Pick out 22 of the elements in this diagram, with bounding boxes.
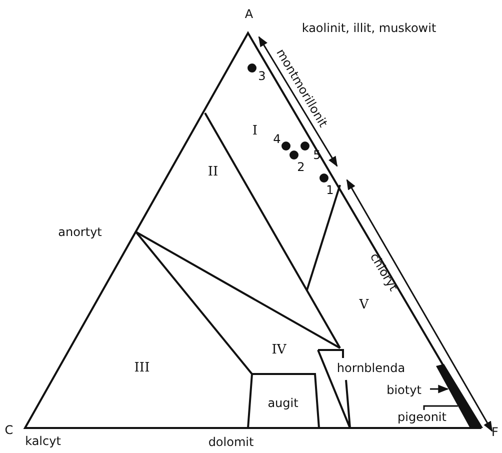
field-numeral: II: [208, 166, 218, 178]
mineral-label: kaolinit, illit, muskowit: [302, 22, 436, 34]
mineral-label: hornblenda: [336, 362, 406, 374]
mineral-label: pigeonit: [398, 411, 446, 423]
leader-line: [423, 405, 458, 410]
field-numeral: IV: [272, 344, 286, 356]
field-numeral: III: [134, 362, 150, 374]
mineral-label: kalcyt: [25, 435, 61, 447]
vertex-label: C: [4, 424, 14, 436]
mineral-label: biotyt: [386, 384, 422, 396]
vertex-label: F: [492, 426, 498, 438]
mineral-label: augit: [268, 397, 298, 409]
point-number: 2: [297, 161, 305, 173]
mineral-label: anortyt: [58, 226, 102, 238]
field-numeral: V: [359, 298, 369, 312]
point-number: 3: [258, 70, 266, 82]
point-number: 4: [273, 133, 281, 145]
mineral-label: dolomit: [208, 436, 254, 448]
arrow: [430, 384, 449, 394]
point-number: 1: [326, 184, 334, 196]
field-numeral: I: [252, 124, 258, 138]
vertex-label: A: [244, 8, 254, 20]
